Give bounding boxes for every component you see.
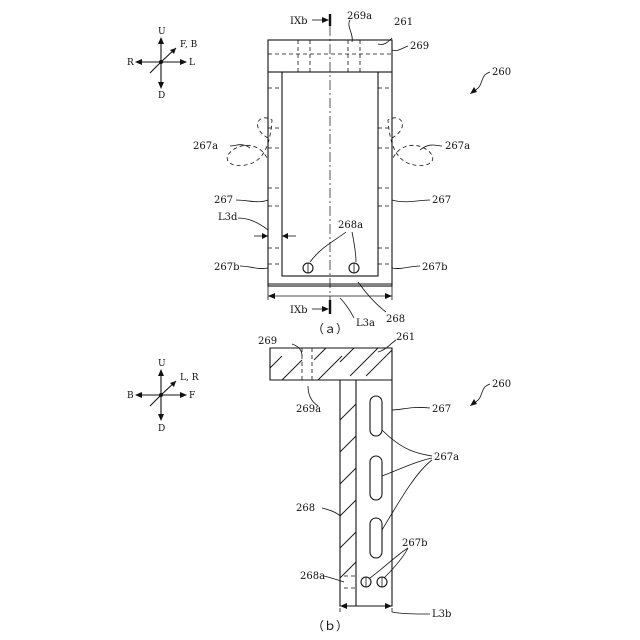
label-top-plate-b: 261 [396,332,415,343]
hatch-b [270,348,392,578]
label-slot-right: 267a [445,141,470,152]
label-back-plate-b: 268 [296,503,315,514]
label-side-plate-b: 267 [432,404,451,415]
section-mark-top: IXb [290,16,307,27]
view-a: U D R L F, B [127,11,511,336]
slot-callout-left [227,118,272,166]
profile-b [270,348,392,606]
slot-callout-right [388,118,433,166]
compass-depth-label: L, R [180,373,199,383]
compass-down-label: D [158,91,165,101]
label-top-mark-a: 269 [410,41,429,52]
compass-left-label: R [127,58,134,68]
label-assembly-a: 260 [492,67,511,78]
compass-right-label: L [189,58,195,68]
compass-right-label: F [189,391,195,401]
label-lower-left: 267b [214,262,240,273]
label-thickness: L3d [218,212,238,223]
label-side-left: 267 [214,195,233,206]
compass-a: U D R L F, B [127,27,198,101]
label-slot-left: 267a [193,141,218,152]
compass-depth-label: F, B [180,40,198,50]
label-top-plate-a: 261 [394,17,413,28]
view-b: U D B F L, R [127,332,511,633]
label-slots-b: 267a [434,452,459,463]
slots-b [370,396,382,558]
compass-up-label: U [158,359,166,369]
label-top-mark-b: 269 [258,336,277,347]
label-assembly-b: 260 [492,379,511,390]
caption-b: （ｂ） [312,619,348,633]
label-width-b: L3b [432,609,451,620]
label-pin-hole-b: 268a [300,571,325,582]
compass-left-label: B [127,391,134,401]
compass-b: U D B F L, R [127,359,199,434]
section-mark-bottom: IXb [290,305,307,316]
compass-down-label: D [158,424,165,434]
compass-up-label: U [158,27,166,37]
label-lower-holes-b: 267b [402,538,428,549]
label-side-right: 267 [432,195,451,206]
label-lower-right: 267b [422,262,448,273]
label-top-hole-b: 269a [296,404,321,415]
label-pin-holes: 268a [338,220,363,231]
label-bottom-plate: 268 [386,314,405,325]
caption-a: （ａ） [312,322,348,336]
label-top-hole-a: 269a [347,11,372,22]
label-width-a: L3a [356,318,375,329]
